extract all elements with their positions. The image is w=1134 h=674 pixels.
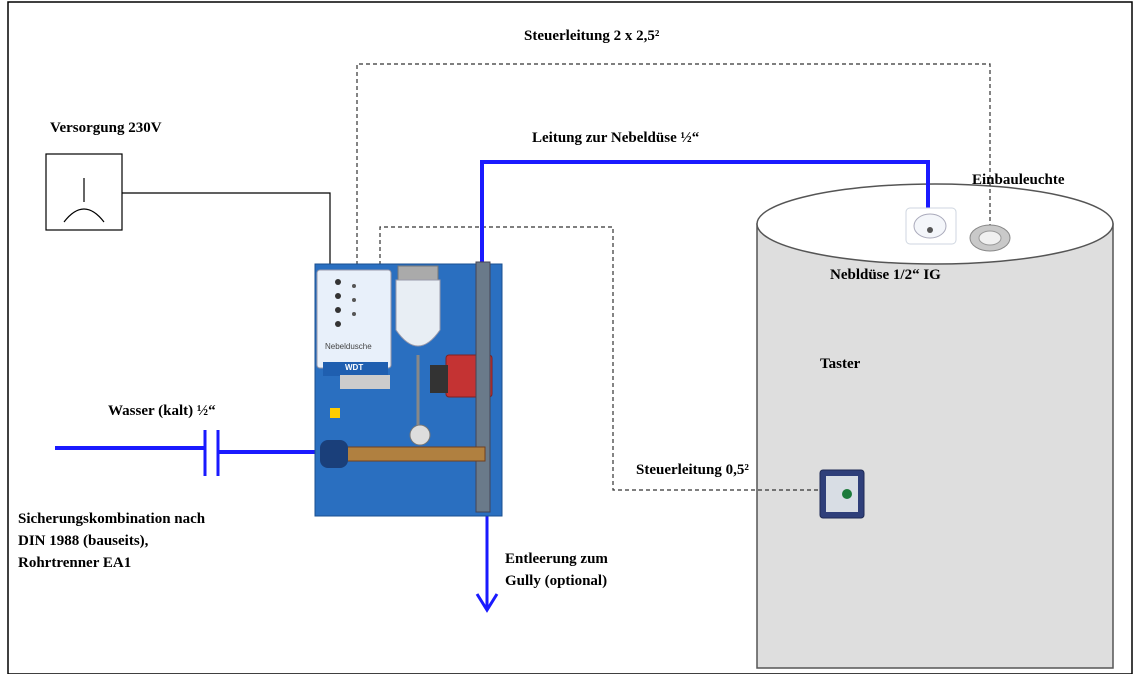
tank <box>756 183 1114 669</box>
label-drain-line2: Gully (optional) <box>505 573 608 589</box>
control-line-top <box>356 63 991 265</box>
power-supply-symbol <box>45 153 331 265</box>
label-nozzle: Nebldüse 1/2“ IG <box>830 267 941 283</box>
label-safety-line1: Sicherungskombination nach <box>18 511 206 527</box>
control-line-small <box>379 226 822 491</box>
label-safety-line3: Rohrtrenner EA1 <box>18 555 132 571</box>
label-drain: Entleerung zum Gully (optional) <box>505 548 608 592</box>
label-power-supply: Versorgung 230V <box>50 120 162 136</box>
push-button-switch <box>819 469 865 519</box>
drain-arrow <box>475 510 499 613</box>
label-safety-combination: Sicherungskombination nach DIN 1988 (bau… <box>18 508 205 574</box>
label-nozzle-line: Leitung zur Nebeldüse ½“ <box>532 130 700 146</box>
label-push-button: Taster <box>820 356 861 372</box>
label-control-line-small: Steuerleitung 0,5² <box>636 462 749 478</box>
label-control-line-top: Steuerleitung 2 x 2,5² <box>524 28 660 44</box>
label-recessed-light: Einbauleuchte <box>972 172 1065 188</box>
fog-nozzle <box>905 207 957 245</box>
diagram-border <box>7 1 1133 674</box>
panel-brand: WDT <box>345 363 364 372</box>
label-water-inlet: Wasser (kalt) ½“ <box>108 403 216 419</box>
fog-shower-panel <box>314 261 503 517</box>
water-inlet-line <box>55 430 350 476</box>
nozzle-water-line <box>480 160 930 305</box>
recessed-light <box>969 224 1011 252</box>
label-drain-line1: Entleerung zum <box>505 551 608 567</box>
panel-title: Nebeldusche <box>325 342 372 351</box>
label-safety-line2: DIN 1988 (bauseits), <box>18 533 149 549</box>
